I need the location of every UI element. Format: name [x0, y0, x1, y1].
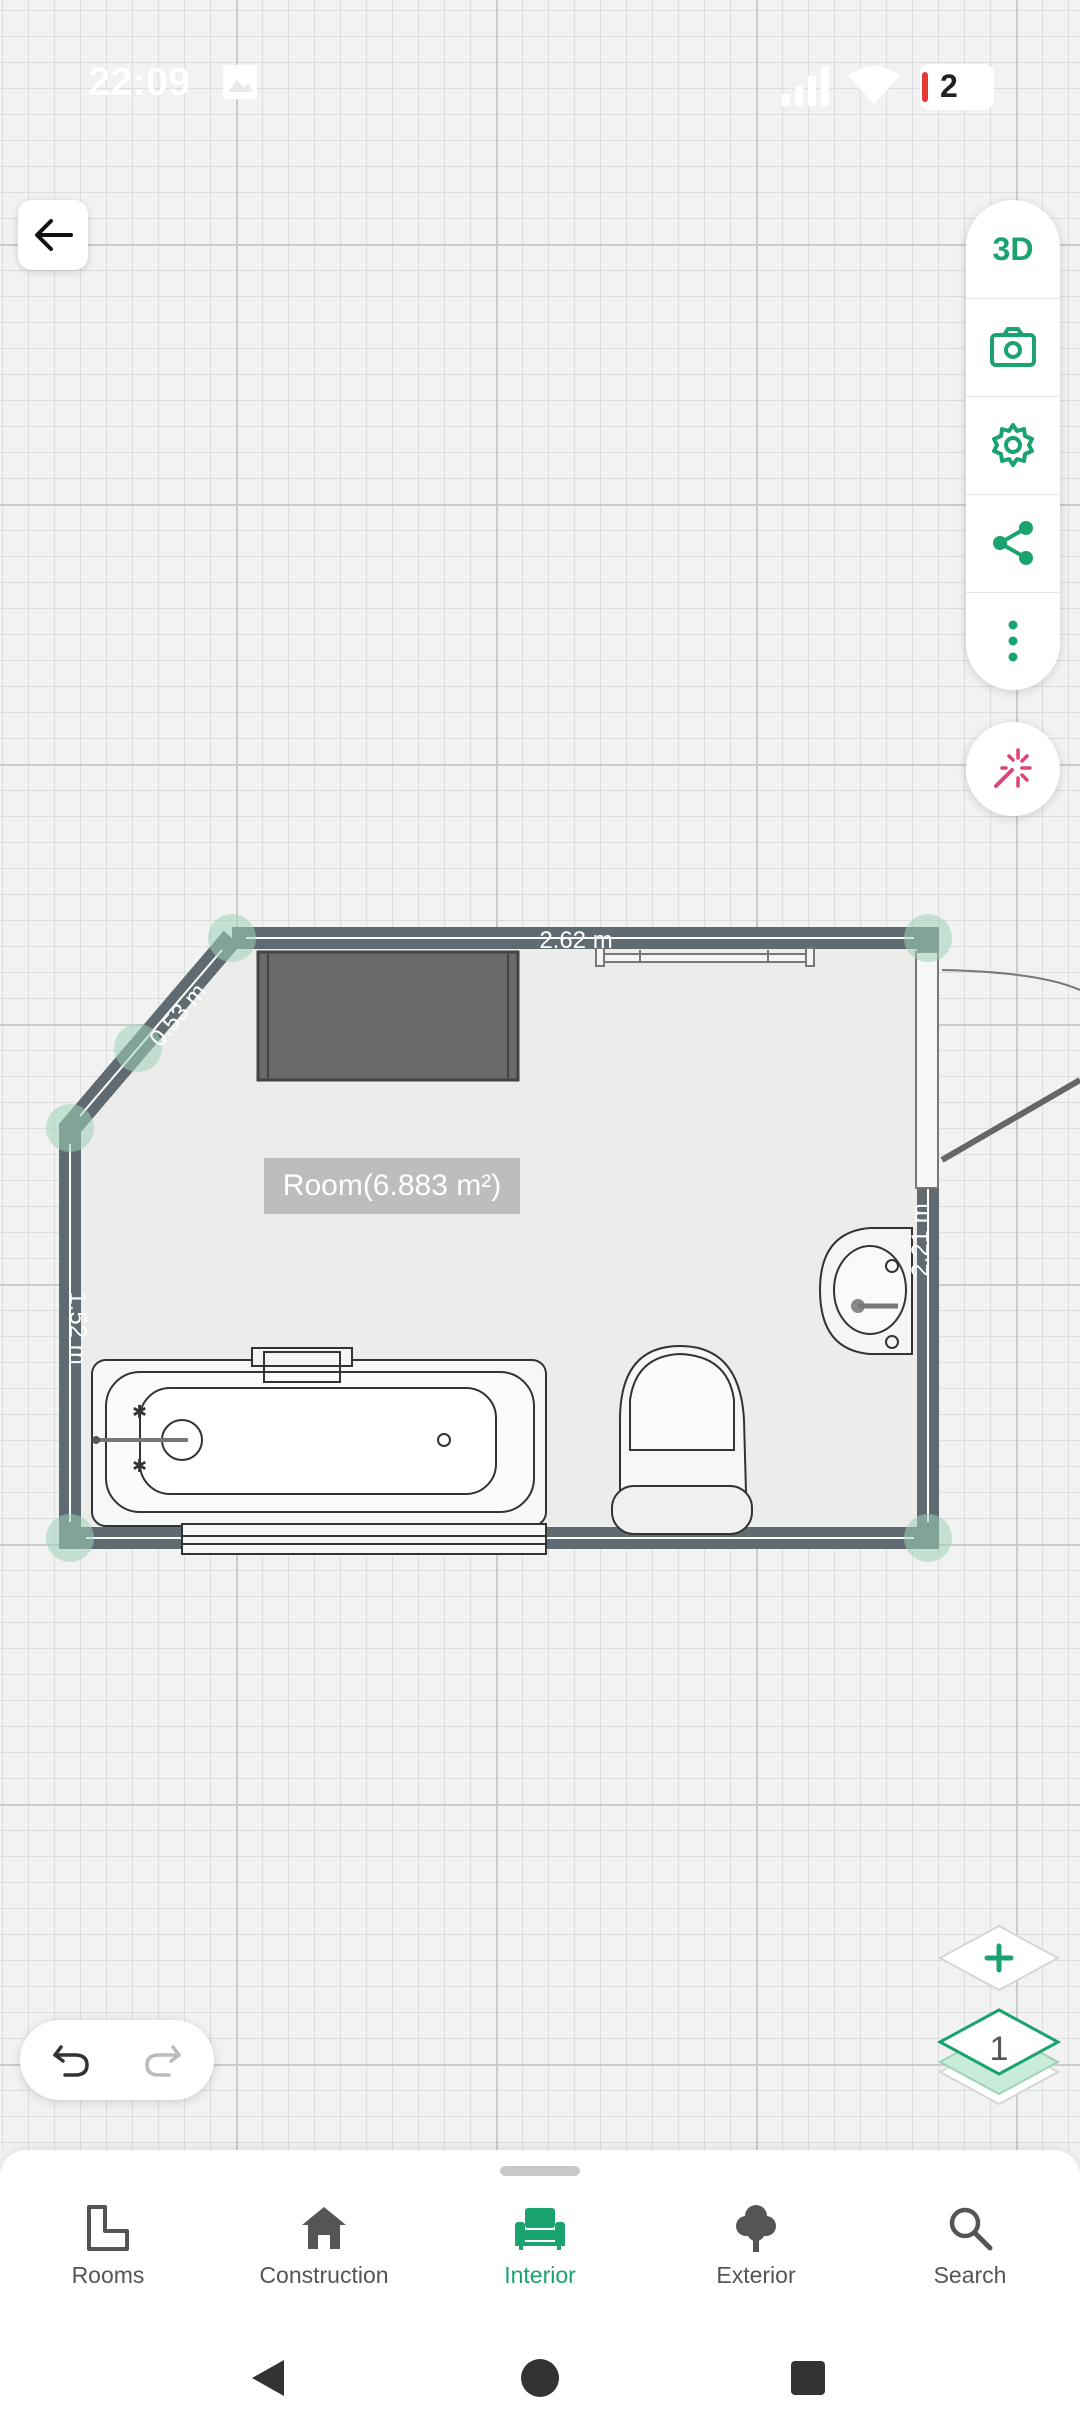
view-3d-label: 3D [992, 230, 1034, 267]
vertex-handle [46, 1514, 94, 1562]
rooms-icon [87, 2205, 129, 2251]
undo-icon [53, 2045, 89, 2077]
view-3d-button[interactable]: 3D [966, 200, 1060, 298]
redo-button[interactable] [132, 2030, 192, 2090]
nav-rooms[interactable]: Rooms [8, 2198, 208, 2298]
photo-notification-icon [222, 64, 258, 105]
sink[interactable] [818, 1227, 913, 1355]
signal-icon [780, 64, 834, 111]
nav-label: Rooms [71, 2262, 145, 2288]
dimension-left: 1.52 m [64, 1291, 91, 1364]
triangle-back-icon [252, 2360, 284, 2396]
nav-construction[interactable]: Construction [224, 2198, 424, 2298]
system-back-button[interactable] [238, 2348, 298, 2408]
system-home-button[interactable] [510, 2348, 570, 2408]
system-recents-button[interactable] [778, 2348, 838, 2408]
more-button[interactable] [966, 592, 1060, 690]
sheet-handle[interactable] [500, 2166, 580, 2176]
door-swing [941, 969, 1080, 991]
room-label[interactable]: Room(6.883 m²) [264, 1158, 520, 1214]
screenshot-button[interactable] [966, 298, 1060, 396]
vertex-handle [114, 1024, 162, 1072]
divider [966, 494, 1060, 495]
toilet[interactable] [611, 1344, 753, 1535]
armchair-icon [515, 2208, 565, 2250]
bottom-nav: Rooms Construction Interior Exterior Sea… [0, 2150, 1080, 2314]
gear-icon [992, 423, 1034, 467]
wifi-icon [846, 64, 902, 111]
cabinet[interactable] [256, 950, 520, 1082]
tree-icon [736, 2205, 776, 2252]
circle-home-icon [521, 2359, 559, 2397]
towel-rail[interactable] [595, 947, 815, 967]
level-number: 1 [989, 2030, 1009, 2068]
svg-text:✱: ✱ [132, 1402, 147, 1423]
divider [966, 592, 1060, 593]
plus-icon [984, 1943, 1014, 1973]
system-nav-bar [0, 2314, 1080, 2424]
camera-icon [990, 327, 1036, 367]
redo-icon [145, 2045, 181, 2077]
battery-level: 2 [940, 68, 958, 104]
status-bar: 22:09 2 [0, 0, 1080, 170]
more-vertical-icon [1008, 620, 1018, 662]
vertex-handle [904, 914, 952, 962]
undo-button[interactable] [42, 2030, 102, 2090]
magic-button[interactable] [966, 722, 1060, 816]
battery-low-bar [922, 72, 928, 102]
status-time: 22:09 [88, 60, 191, 104]
share-button[interactable] [966, 494, 1060, 592]
search-icon [949, 2207, 993, 2251]
add-level-button[interactable] [936, 1922, 1062, 2002]
floor-plan[interactable]: ✱ ✱ 2.62 m 0.53 m 1.52 m 2.21 m [0, 880, 1080, 1580]
undo-redo-bar [20, 2020, 214, 2100]
svg-text:✱: ✱ [132, 1456, 147, 1477]
battery-indicator: 2 [920, 64, 994, 110]
level-1-button[interactable]: 1 [936, 2006, 1062, 2112]
divider [966, 298, 1060, 299]
vertex-handle [904, 1514, 952, 1562]
bath-mat[interactable] [181, 1523, 547, 1555]
magic-wand-icon [994, 748, 1032, 788]
vertex-handle [46, 1104, 94, 1152]
dimension-right: 2.21 m [907, 1203, 934, 1276]
divider [966, 396, 1060, 397]
nav-label: Exterior [716, 2262, 796, 2288]
nav-exterior[interactable]: Exterior [656, 2198, 856, 2298]
back-button[interactable] [18, 200, 88, 270]
right-toolbar: 3D [966, 200, 1060, 690]
square-recents-icon [791, 2361, 825, 2395]
vertex-handle [208, 914, 256, 962]
nav-search[interactable]: Search [870, 2198, 1070, 2298]
dimension-top: 2.62 m [539, 927, 612, 954]
share-icon [993, 521, 1033, 565]
nav-label: Construction [259, 2262, 389, 2288]
nav-label: Interior [504, 2262, 576, 2288]
bathtub[interactable]: ✱ ✱ [91, 1347, 547, 1527]
settings-button[interactable] [966, 396, 1060, 494]
door-leaf [940, 1077, 1080, 1163]
nav-interior[interactable]: Interior [440, 2198, 640, 2298]
house-icon [302, 2207, 346, 2249]
vertex-handles[interactable] [46, 914, 952, 1562]
door-frame[interactable] [915, 951, 939, 1189]
nav-label: Search [933, 2262, 1007, 2288]
arrow-left-icon [35, 219, 73, 251]
